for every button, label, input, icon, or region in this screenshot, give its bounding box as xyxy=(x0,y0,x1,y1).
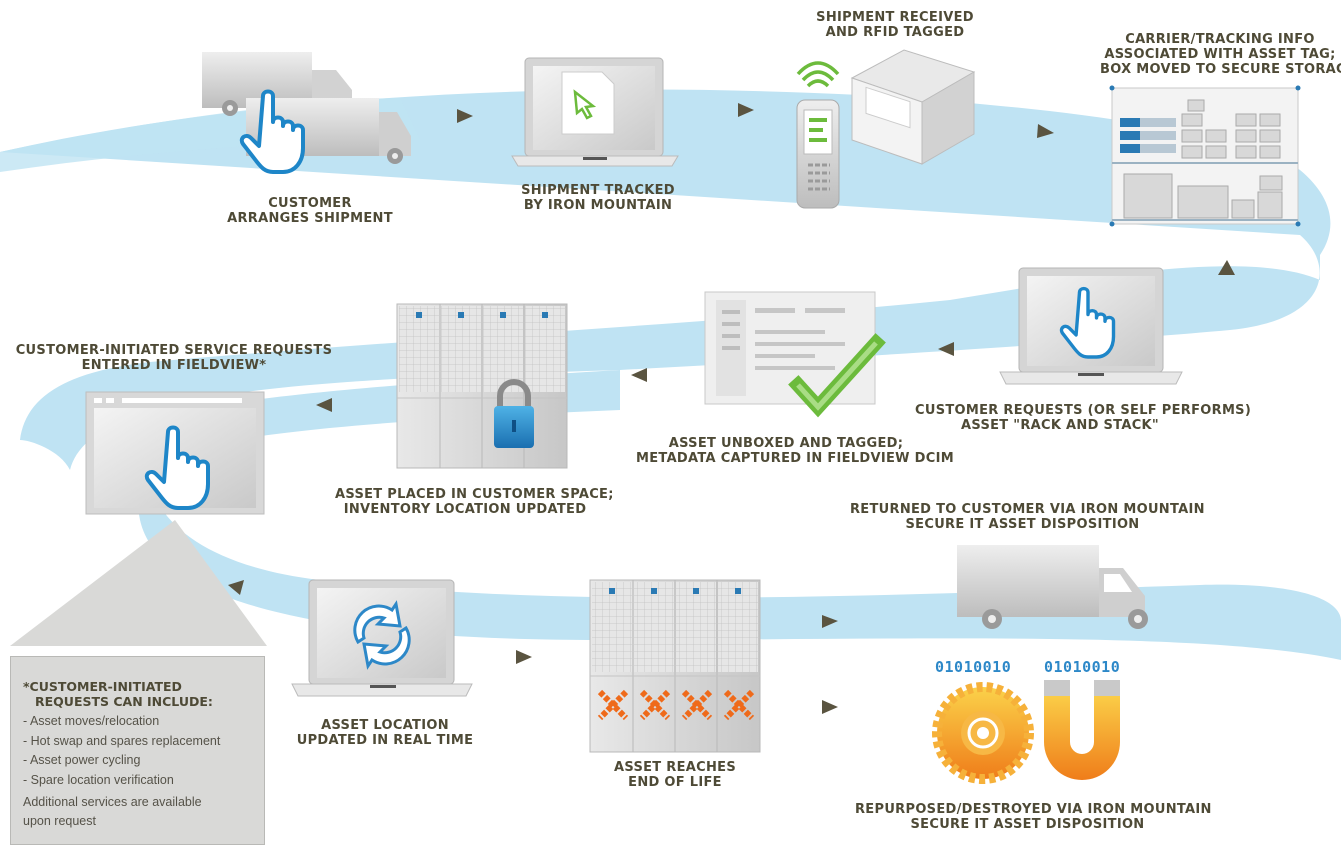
binary-text-1: 01010010 xyxy=(935,658,1012,676)
storage-shelves-icon xyxy=(1109,85,1301,227)
flow-arrows xyxy=(228,103,1235,714)
note-extra: Additional services are available upon r… xyxy=(23,795,202,828)
server-rack-x-icon xyxy=(589,579,761,753)
arrow-1 xyxy=(457,109,473,123)
arrow-7 xyxy=(316,398,332,412)
truck-icon xyxy=(957,545,1148,629)
binary-text-2: 01010010 xyxy=(1044,658,1121,676)
laptop-hand-icon xyxy=(999,267,1183,385)
arrow-5 xyxy=(938,342,954,356)
server-rack-lock-icon xyxy=(396,303,568,469)
note-item: - Hot swap and spares replacement xyxy=(23,733,221,748)
note-list: - Asset moves/relocation - Hot swap and … xyxy=(23,712,252,790)
note-item: - Asset moves/relocation xyxy=(23,714,160,728)
browser-hand-icon xyxy=(10,391,267,646)
arrow-2 xyxy=(738,103,754,117)
rfid-scanner-box-icon xyxy=(796,49,976,209)
arrow-9 xyxy=(516,650,532,664)
arrow-11 xyxy=(822,700,838,714)
arrow-6 xyxy=(631,368,647,382)
trucks-with-hand-icon xyxy=(202,52,411,174)
arrow-10 xyxy=(822,615,838,628)
label-rack-and-stack: CUSTOMER REQUESTS (OR SELF PERFORMS)ASSE… xyxy=(915,403,1252,433)
magnet-icon xyxy=(1044,680,1120,780)
laptop-cursor-icon xyxy=(511,57,679,167)
note-item: - Asset power cycling xyxy=(23,753,141,767)
arrow-3 xyxy=(1037,124,1054,138)
arrow-8 xyxy=(228,580,244,595)
label-asset-unboxed: ASSET UNBOXED AND TAGGED;METADATA CAPTUR… xyxy=(636,436,954,466)
note-item: - Spare location verification xyxy=(23,772,174,787)
saw-blade-icon xyxy=(932,682,1034,784)
laptop-refresh-icon xyxy=(291,579,473,697)
note-title: *CUSTOMER-INITIATED REQUESTS CAN INCLUDE… xyxy=(23,679,213,709)
label-asset-placed: ASSET PLACED IN CUSTOMER SPACE;INVENTORY… xyxy=(335,487,614,517)
arrow-4 xyxy=(1218,260,1235,275)
requests-note-box: *CUSTOMER-INITIATED REQUESTS CAN INCLUDE… xyxy=(10,656,265,845)
document-check-icon xyxy=(704,291,886,418)
